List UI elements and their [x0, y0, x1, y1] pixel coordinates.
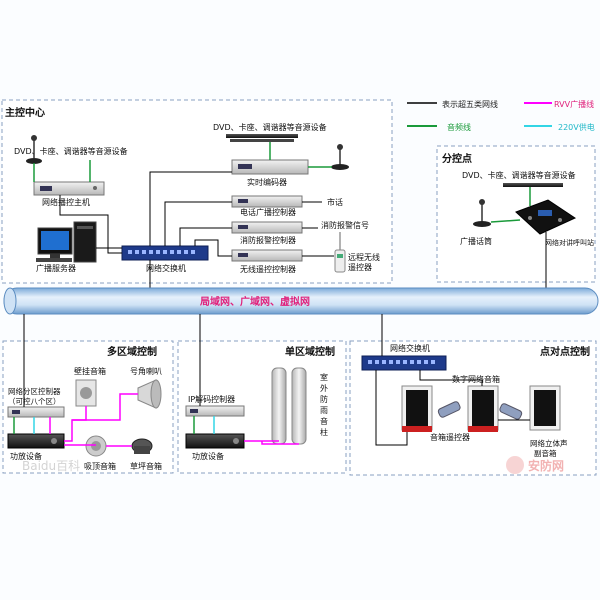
speaker-remote-icon [437, 401, 523, 420]
multi-zone-title: 多区域控制 [107, 345, 157, 358]
column-speaker-icon [271, 367, 307, 445]
main-source-label: DVD、卡座、调谐器等音源设备 [14, 146, 128, 156]
digital-speaker-center-icon [467, 385, 499, 432]
p2p-network-switch-device [361, 355, 447, 371]
single-zone-title: 单区域控制 [285, 345, 335, 358]
floor-speaker-icon [131, 438, 153, 454]
realtime-encoder-label: 实时编码器 [247, 177, 287, 187]
sub-control-wiring [490, 187, 547, 290]
digital-speaker-left-icon [401, 385, 433, 432]
legend-cat5-label: 表示超五类网线 [442, 99, 498, 109]
remote-control-icon [334, 232, 346, 273]
digital-speaker-label: 数字网络音箱 [452, 374, 500, 384]
broadcast-mic-label: 广播话筒 [460, 236, 492, 246]
computer-icon [36, 221, 97, 263]
stereo-sub-label-line2: 副音箱 [534, 448, 557, 458]
realtime-encoder-device [231, 159, 309, 175]
zone-controller-label: 网络分区控制器 [8, 386, 61, 396]
source-device-stack-icon [226, 134, 298, 142]
network-switch-device [121, 245, 209, 261]
amplifier-label: 功放设备 [10, 451, 42, 461]
remote-wireless-label-line2: 遥控器 [348, 262, 372, 272]
intercom-label: 网络对讲呼叫站 [545, 238, 594, 247]
sub-source-device-icon [503, 183, 563, 187]
horn-speaker-icon [137, 379, 162, 409]
sub-control-title: 分控点 [442, 152, 472, 165]
multi-zone-wiring [13, 314, 138, 447]
zone-controller-note: （可控八个区） [8, 396, 61, 406]
zone-controller-device [7, 406, 65, 418]
legend-rvv-label: RVV广播线 [554, 99, 594, 109]
column-speaker-label: 室 外 防 雨 音 柱 [320, 372, 328, 437]
p2p-switch-label: 网络交换机 [390, 343, 430, 353]
svg-text:防: 防 [320, 394, 328, 404]
legend-audio-label: 音频线 [447, 122, 471, 132]
phone-controller-device [231, 195, 303, 208]
main-center-wiring [33, 142, 334, 290]
main-center-title: 主控中心 [5, 106, 45, 119]
fire-controller-device [231, 221, 303, 234]
amplifier-device [7, 433, 65, 449]
wireless-controller-label: 无线遥控控制器 [240, 264, 296, 274]
intercom-station-icon [515, 199, 577, 235]
microphone-icon-2 [331, 144, 349, 170]
svg-text:室: 室 [320, 372, 328, 382]
horn-label: 号角喇叭 [130, 366, 162, 376]
baidu-watermark: Baidu百科 [22, 459, 80, 473]
sub-control-panel [436, 145, 596, 283]
ip-decoder-device [185, 405, 245, 417]
phone-controller-label: 电话广播控制器 [240, 207, 296, 217]
ceiling-speaker-label: 吸顶音箱 [84, 461, 116, 471]
p2p-wiring [375, 314, 530, 446]
microphone-icon [26, 135, 42, 164]
legend: 表示超五类网线 RVV广播线 音频线 220V供电 [407, 99, 595, 132]
svg-text:安防网: 安防网 [528, 458, 564, 473]
network-switch-label: 网络交换机 [146, 263, 186, 273]
broadcast-server-label: 广播服务器 [36, 263, 76, 273]
main-source-label-2: DVD、卡座、调谐器等音源设备 [213, 122, 327, 132]
single-amplifier-label: 功放设备 [192, 451, 224, 461]
wall-speaker-icon [75, 379, 97, 407]
svg-text:柱: 柱 [320, 427, 328, 437]
phone-label: 市话 [327, 197, 343, 207]
p2p-title: 点对点控制 [540, 345, 590, 358]
network-host-label: 网络播控主机 [42, 197, 90, 207]
stereo-sub-speaker-icon [529, 385, 561, 431]
network-host-device [33, 181, 105, 196]
fire-signal-label: 消防报警信号 [321, 220, 369, 230]
wall-speaker-label: 壁挂音箱 [74, 366, 106, 376]
ip-decoder-label: IP解码控制器 [188, 394, 235, 404]
svg-text:雨: 雨 [320, 406, 328, 415]
svg-text:音: 音 [320, 416, 328, 426]
anfang-watermark: 安防网 [506, 456, 564, 474]
network-backbone [3, 287, 599, 315]
legend-power-label: 220V供电 [558, 122, 595, 132]
single-zone-wiring [193, 314, 299, 445]
ceiling-speaker-icon [85, 435, 107, 457]
svg-text:外: 外 [320, 383, 328, 393]
backbone-label: 局域网、广域网、虚拟网 [199, 295, 310, 308]
sub-microphone-icon [473, 199, 491, 227]
wireless-controller-device [231, 249, 303, 262]
sub-source-label: DVD、卡座、调谐器等音源设备 [462, 170, 576, 180]
remote-wireless-label-line1: 远程无线 [348, 252, 380, 262]
stereo-sub-label-line1: 网络立体声 [530, 438, 568, 448]
floor-speaker-label: 草坪音箱 [130, 461, 162, 471]
fire-controller-label: 消防报警控制器 [240, 235, 296, 245]
single-amplifier-device [185, 433, 245, 449]
speaker-remote-label: 音箱遥控器 [430, 432, 470, 442]
